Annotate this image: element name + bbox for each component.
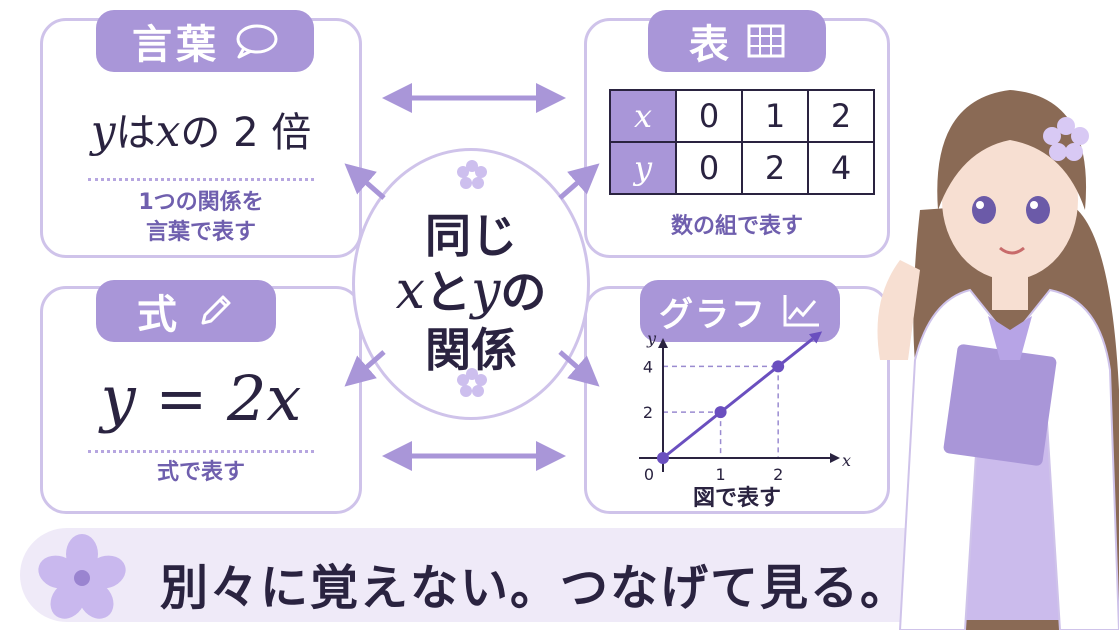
x-axis-label: x — [842, 451, 851, 470]
arrow-to-formula — [344, 350, 386, 387]
table-cell: 1 — [741, 89, 809, 143]
flower-icon — [457, 160, 487, 189]
table-header-y: y — [609, 141, 677, 195]
table-grid-icon — [747, 24, 785, 58]
words-divider — [88, 178, 314, 181]
series-line — [662, 337, 814, 460]
speech-bubble-icon — [236, 24, 278, 59]
table-row-y: y 0 2 4 — [609, 141, 875, 195]
center-var-y: y — [470, 261, 501, 321]
data-point — [772, 360, 785, 373]
pencil-icon — [201, 295, 231, 325]
table-cell: 0 — [675, 89, 743, 143]
formula-title-tab: 式 — [96, 280, 276, 342]
center-line1: 同じ — [425, 209, 517, 263]
value-table: x 0 1 2 y 0 2 4 — [609, 89, 875, 195]
center-line3: 関係 — [425, 323, 517, 377]
cherry-blossom-icon — [38, 534, 126, 619]
graph-caption: 図で表す — [692, 486, 781, 511]
flower-icon — [457, 368, 487, 397]
table-title: 表 — [689, 22, 733, 68]
table-cell: 2 — [807, 89, 875, 143]
statement-var-x: x — [155, 106, 181, 157]
words-title: 言葉 — [132, 22, 220, 68]
series-arrowhead — [808, 331, 823, 344]
formula-divider — [88, 450, 314, 453]
center-end: の — [500, 265, 547, 319]
graph-title-tab: グラフ — [640, 280, 840, 342]
x-axis-arrow — [830, 453, 840, 463]
words-caption-line2: 言葉で表す — [145, 220, 256, 245]
arrow-to-graph — [558, 350, 600, 387]
table-row-x: x 0 1 2 — [609, 89, 875, 143]
y-tick-label: 2 — [643, 403, 653, 422]
table-caption: 数の組で表す — [670, 214, 803, 239]
words-caption: 1つの関係を 言葉で表す — [40, 188, 362, 248]
formula-caption: 式で表す — [156, 460, 245, 485]
banner-text: 別々に覚えない。つなげて見る。 — [160, 560, 911, 616]
table-cell: 2 — [741, 141, 809, 195]
table-title-tab: 表 — [648, 10, 826, 72]
table-cell: 4 — [807, 141, 875, 195]
formula-equation: y = 2x — [100, 362, 302, 435]
y-axis-label: y — [646, 329, 657, 348]
statement-end: の 2 倍 — [180, 110, 312, 156]
center-particle: と — [424, 265, 471, 319]
x-tick-label: 1 — [715, 465, 725, 484]
statement-var-y: y — [90, 106, 116, 157]
arrow-to-table — [558, 163, 600, 200]
table-cell: 0 — [675, 141, 743, 195]
table-header-x: x — [609, 89, 677, 143]
bottom-banner — [20, 528, 1020, 622]
words-caption-line1: 1つの関係を — [138, 190, 264, 215]
center-var-x: x — [395, 261, 425, 321]
teacher-illustration — [877, 90, 1119, 630]
words-statement: yはxの 2 倍 — [40, 100, 362, 158]
line-chart-icon — [783, 295, 819, 327]
formula-title: 式 — [137, 292, 181, 338]
y-axis-arrow — [658, 338, 668, 348]
center-line2: xとyの — [352, 256, 590, 322]
x-tick-label: 0 — [644, 465, 654, 484]
x-tick-label: 2 — [773, 465, 783, 484]
data-point — [657, 452, 669, 464]
graph-title: グラフ — [659, 294, 767, 335]
words-title-tab: 言葉 — [96, 10, 314, 72]
arrow-to-words — [344, 163, 386, 200]
y-tick-label: 4 — [643, 357, 653, 376]
statement-particle: は — [115, 110, 156, 156]
data-point — [714, 406, 727, 419]
